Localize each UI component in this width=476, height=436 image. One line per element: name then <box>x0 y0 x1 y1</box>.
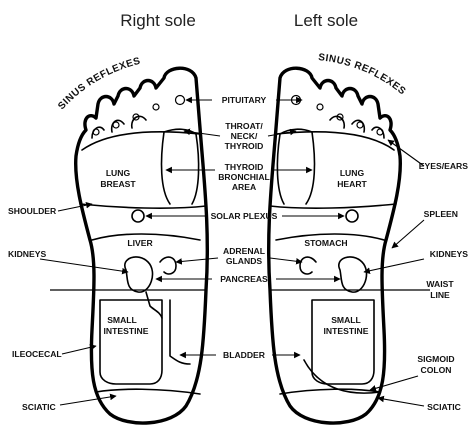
thyroid-bronchial-label-3: AREA <box>232 182 256 192</box>
adrenal-label-2: GLANDS <box>226 256 263 266</box>
right-pituitary-point <box>176 96 185 105</box>
throat-label-2: NECK/ <box>231 131 258 141</box>
right-sciatic-label: SCIATIC <box>22 402 56 412</box>
right-kidneys-label: KIDNEYS <box>8 249 46 259</box>
outer-right-labels: EYES/EARS SPLEEN KIDNEYS WAIST LINE SIGM… <box>364 140 468 412</box>
left-heart-label: HEART <box>337 179 367 189</box>
left-lung-label: LUNG <box>340 168 365 178</box>
solar-plexus-label: SOLAR PLEXUS <box>211 211 278 221</box>
right-small-label: SMALL <box>107 315 137 325</box>
spleen-label: SPLEEN <box>424 209 458 219</box>
waist-line-label-1: WAIST <box>426 279 454 289</box>
ileocecal-label: ILEOCECAL <box>12 349 62 359</box>
sigmoid-colon-label-1: SIGMOID <box>417 354 454 364</box>
thyroid-bronchial-label-1: THYROID <box>225 162 264 172</box>
left-solar-plexus-point <box>346 210 358 222</box>
left-intestine-label: INTESTINE <box>324 326 369 336</box>
waist-line-label-2: LINE <box>430 290 450 300</box>
pancreas-label: PANCREAS <box>220 274 268 284</box>
right-liver-label: LIVER <box>127 238 153 248</box>
eyes-ears-label: EYES/EARS <box>419 161 468 171</box>
shoulder-label: SHOULDER <box>8 206 57 216</box>
bladder-label: BLADDER <box>223 350 266 360</box>
right-sole-title: Right sole <box>120 11 196 30</box>
left-sinus-reflexes-label: SINUS REFLEXES <box>318 52 408 97</box>
thyroid-bronchial-label-2: BRONCHIAL <box>218 172 270 182</box>
throat-label-1: THROAT/ <box>225 121 263 131</box>
left-sciatic-label: SCIATIC <box>427 402 461 412</box>
left-sole-title: Left sole <box>294 11 358 30</box>
right-breast-label: BREAST <box>100 179 136 189</box>
right-intestine-label: INTESTINE <box>104 326 149 336</box>
adrenal-label-1: ADRENAL <box>223 246 265 256</box>
right-lung-label: LUNG <box>106 168 131 178</box>
throat-label-3: THYROID <box>225 141 264 151</box>
center-labels: PITUITARY THROAT/ NECK/ THYROID THYROID … <box>146 95 344 360</box>
left-stomach-label: STOMACH <box>304 238 347 248</box>
left-small-label: SMALL <box>331 315 361 325</box>
sigmoid-colon-label-2: COLON <box>420 365 451 375</box>
left-kidneys-label: KIDNEYS <box>430 249 468 259</box>
outer-left-labels: SHOULDER KIDNEYS ILEOCECAL SCIATIC <box>8 204 128 412</box>
left-sole <box>269 68 430 423</box>
right-solar-plexus-point <box>132 210 144 222</box>
pituitary-label: PITUITARY <box>222 95 267 105</box>
